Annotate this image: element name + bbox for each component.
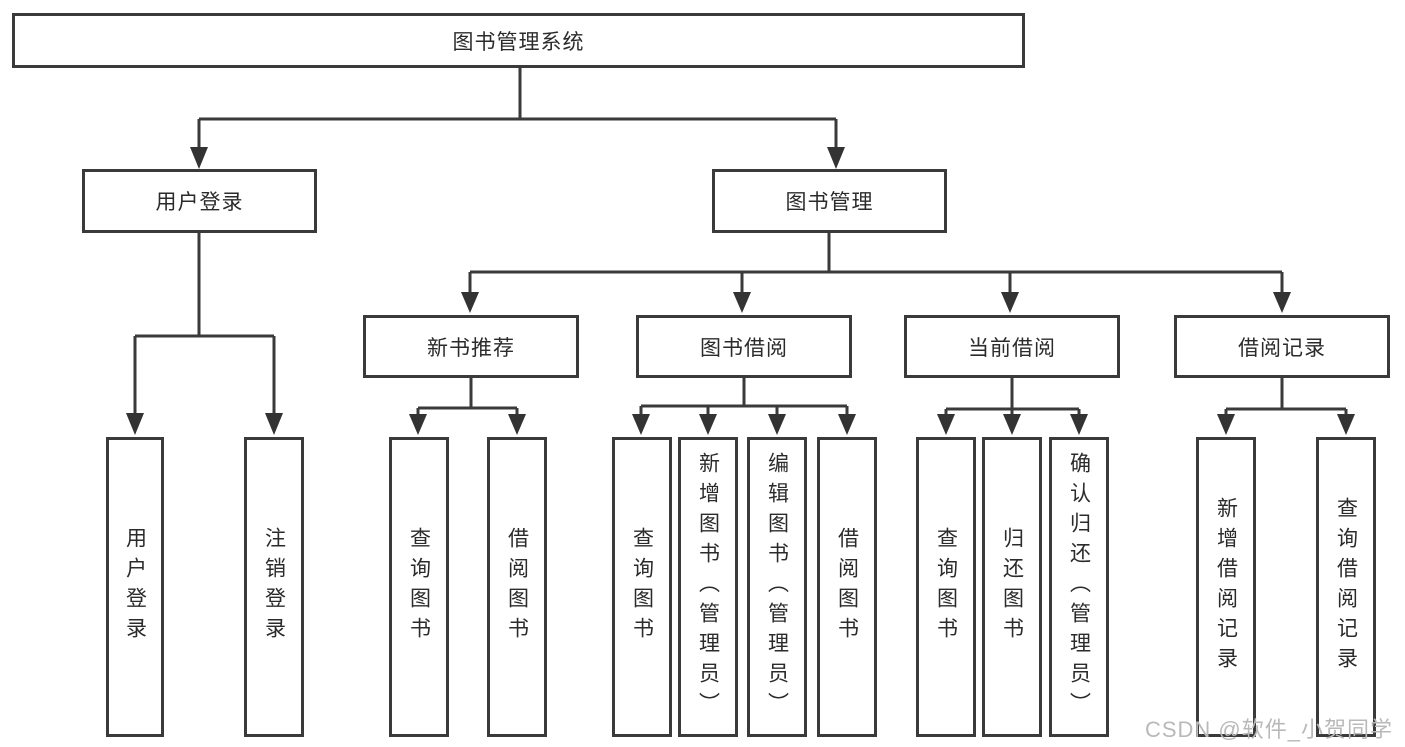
node-leaf-nb-borrow-book: 借阅图书 [487, 437, 547, 737]
node-user-login: 用户登录 [82, 169, 317, 233]
node-leaf-nb-query-book: 查询图书 [389, 437, 449, 737]
connector-newbooks-children [409, 378, 526, 435]
csdn-watermark: CSDN @软件_小贺同学 [1144, 717, 1393, 742]
node-leaf-logout: 注销登录 [244, 437, 304, 737]
node-leaf-bw-add-book-admin: 新增图书（管理员） [678, 437, 738, 737]
connector-login-children [126, 233, 283, 435]
connector-management-groups [461, 233, 1291, 313]
node-leaf-user-login: 用户登录 [106, 437, 164, 737]
node-leaf-cu-query-book: 查询图书 [916, 437, 976, 737]
node-leaf-bw-edit-book-admin: 编辑图书（管理员） [747, 437, 807, 737]
node-leaf-cu-confirm-return-admin: 确认归还（管理员） [1049, 437, 1109, 737]
node-book-management: 图书管理 [712, 169, 947, 233]
node-borrow-records: 借阅记录 [1174, 315, 1390, 378]
node-book-borrow: 图书借阅 [636, 315, 852, 378]
connector-bookborrow-children [632, 378, 856, 435]
connector-currentborrow-children [937, 378, 1088, 435]
node-leaf-re-add-record: 新增借阅记录 [1196, 437, 1256, 737]
node-current-borrow: 当前借阅 [904, 315, 1120, 378]
connector-borrowrecords-children [1217, 378, 1355, 435]
node-leaf-cu-return-book: 归还图书 [982, 437, 1042, 737]
connector-root-to-level2 [190, 66, 845, 169]
node-leaf-bw-borrow-book: 借阅图书 [817, 437, 877, 737]
node-root-system: 图书管理系统 [12, 13, 1025, 68]
node-leaf-bw-query-book: 查询图书 [612, 437, 672, 737]
node-new-book-recommend: 新书推荐 [363, 315, 579, 378]
node-leaf-re-query-record: 查询借阅记录 [1316, 437, 1376, 737]
